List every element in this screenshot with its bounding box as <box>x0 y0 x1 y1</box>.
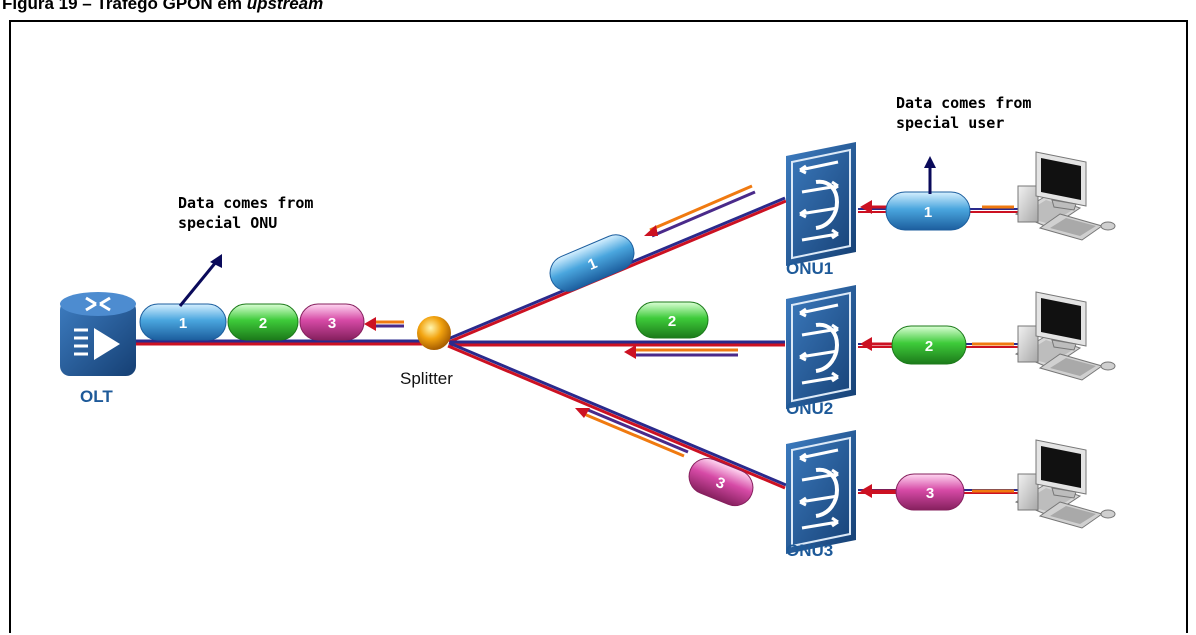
user-packet-1: 1 <box>885 191 971 231</box>
fiber-packet-3: 3 <box>688 457 754 507</box>
note-user-line-2: special user <box>896 114 1004 132</box>
caption-main: Figura 19 – Tráfego GPON em <box>2 0 247 13</box>
figure-frame <box>9 20 1188 633</box>
splitter-label: Splitter <box>400 369 453 388</box>
onu2-label: ONU2 <box>786 399 833 418</box>
fiber-olt-splitter <box>136 339 434 346</box>
olt-packet-2-number: 2 <box>259 315 267 332</box>
upstream-arrow-splitter-olt <box>364 317 404 331</box>
pc1-desktop-computer-icon <box>1015 151 1116 241</box>
olt-packet-3: 3 <box>299 303 365 341</box>
fiber-packet-2: 2 <box>635 301 709 339</box>
olt-packet-3-number: 3 <box>328 315 336 332</box>
olt-packet-1-number: 1 <box>179 315 187 332</box>
fiber-splitter-onu3 <box>447 341 787 490</box>
pc2-desktop-computer-icon <box>1015 291 1116 381</box>
upstream-arrow-onu3 <box>575 408 689 458</box>
fiber-splitter-onu2 <box>450 340 785 347</box>
onu3-label: ONU3 <box>786 541 833 560</box>
note-arrow-onu <box>178 254 222 307</box>
onu1-switch-icon <box>784 140 858 268</box>
pc3-desktop-computer-icon <box>1015 439 1116 529</box>
olt-label: OLT <box>80 387 113 406</box>
onu3-switch-icon <box>784 428 858 556</box>
figure-caption: Figura 19 – Tráfego GPON em upstream <box>2 0 1192 18</box>
upstream-arrow-onu1 <box>644 184 756 238</box>
fiber-packet-1: 1 <box>549 234 635 292</box>
note-arrow-user <box>924 156 936 194</box>
user-packet-1-number: 1 <box>924 204 932 221</box>
olt-router-icon <box>60 292 136 376</box>
onu2-switch-icon <box>784 283 858 411</box>
user-packet-3-number: 3 <box>926 485 934 502</box>
upstream-arrow-onu2 <box>624 345 738 359</box>
upstream-arrow-pc3-onu3 <box>860 484 1014 498</box>
olt-packet-1: 1 <box>139 303 227 341</box>
user-packet-3: 3 <box>895 473 965 511</box>
upstream-arrow-pc2-onu2 <box>860 337 1014 351</box>
fiber-packet-2-number: 2 <box>668 313 676 330</box>
note-onu-line-1: Data comes from <box>178 194 313 212</box>
user-packet-2: 2 <box>891 325 967 365</box>
onu1-label: ONU1 <box>786 259 833 278</box>
user-packet-2-number: 2 <box>925 338 933 355</box>
note-user-line-1: Data comes from <box>896 94 1031 112</box>
caption-emphasis: upstream <box>246 0 324 13</box>
note-onu-line-2: special ONU <box>178 214 277 232</box>
splitter-ball-icon <box>417 316 451 350</box>
olt-packet-2: 2 <box>227 303 299 341</box>
